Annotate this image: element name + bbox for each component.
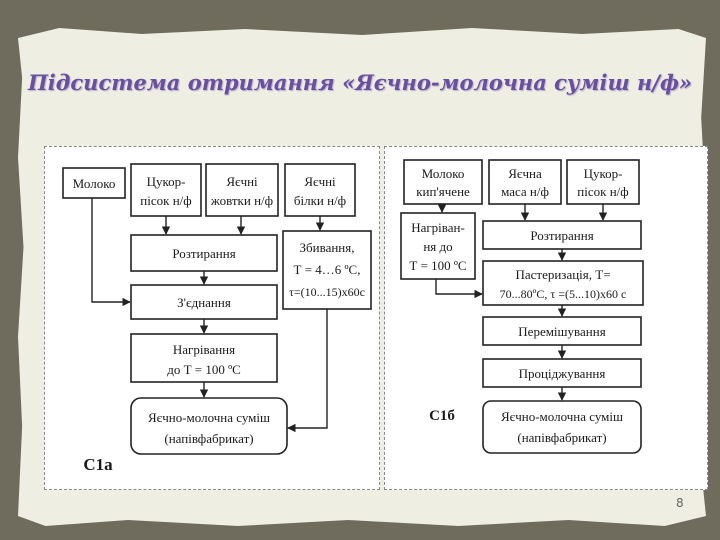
right-heating-line2: ня до	[423, 239, 452, 254]
left-result-line1: Яєчно-молочна суміш	[148, 410, 270, 425]
left-yolks-line1: Яєчні	[226, 174, 258, 189]
right-straining-label: Проціджування	[519, 366, 606, 381]
left-whites-line2: білки н/ф	[294, 193, 346, 208]
right-flowchart	[400, 159, 644, 454]
right-result-line2: (напівфабрикат)	[517, 430, 606, 445]
box-pasteurization	[482, 260, 644, 306]
left-grinding-label: Розтирання	[172, 246, 235, 261]
right-mixing-label: Перемішування	[518, 324, 605, 339]
box-whipping	[282, 230, 372, 310]
box-boiled-milk	[403, 159, 483, 205]
left-whipping-line3: τ=(10...15)х60с	[289, 285, 365, 299]
right-eggmass-line1: Яєчна	[508, 166, 542, 181]
arrow-milk-joining	[91, 198, 131, 307]
right-milk-line1: Молоко	[422, 166, 465, 181]
arrow-heating-pasteurization	[435, 279, 483, 299]
page-number: 8	[676, 496, 684, 510]
box-grinding	[130, 234, 278, 272]
left-result-line2: (напівфабрикат)	[164, 431, 253, 446]
left-sugar-line2: пісок н/ф	[140, 193, 191, 208]
box-result-right	[482, 400, 642, 454]
left-milk-label: Молоко	[73, 176, 116, 191]
right-heating-line1: Нагріван-	[411, 220, 465, 235]
left-whites-line1: Яєчні	[304, 174, 336, 189]
slide-title: Підсистема отримання «Яєчно-молочна сумі…	[27, 70, 693, 95]
box-egg-mass	[488, 159, 562, 205]
box-result	[130, 397, 288, 455]
box-sugar	[130, 163, 202, 217]
arrow-whipping-result	[287, 309, 328, 433]
box-whites	[284, 163, 356, 217]
box-mixing	[482, 316, 642, 346]
left-heating-line2: до Т = 100 ºС	[167, 362, 241, 377]
left-heating-line1: Нагрівання	[173, 342, 235, 357]
left-joining-label: З'єднання	[177, 295, 231, 310]
right-sugar-line2: пісок н/ф	[577, 184, 628, 199]
box-heating-right	[400, 212, 476, 280]
box-heating	[130, 333, 278, 383]
right-heating-line3: Т = 100 ºС	[409, 258, 466, 273]
right-sugar-line1: Цукор-	[584, 166, 623, 181]
left-diagram-label: С1а	[83, 455, 113, 474]
right-eggmass-line2: маса н/ф	[501, 184, 549, 199]
left-sugar-line1: Цукор-	[147, 174, 186, 189]
left-flowchart	[62, 163, 372, 455]
box-grinding-right	[482, 220, 642, 250]
right-pasteurization-line2: 70...80ºС, τ =(5...10)х60 с	[500, 287, 627, 301]
box-straining	[482, 358, 642, 388]
right-grinding-label: Розтирання	[530, 228, 593, 243]
left-yolks-line2: жовтки н/ф	[210, 193, 273, 208]
right-milk-line2: кип'ячене	[416, 184, 470, 199]
right-pasteurization-line1: Пастеризація, Т=	[515, 267, 610, 282]
left-whipping-line2: Т = 4…6 ºС,	[294, 262, 361, 277]
left-whipping-line1: Збивання,	[300, 240, 355, 255]
right-diagram-label: С1б	[429, 408, 455, 424]
box-yolks	[205, 163, 279, 217]
box-milk	[62, 167, 126, 199]
right-result-line1: Яєчно-молочна суміш	[501, 409, 623, 424]
